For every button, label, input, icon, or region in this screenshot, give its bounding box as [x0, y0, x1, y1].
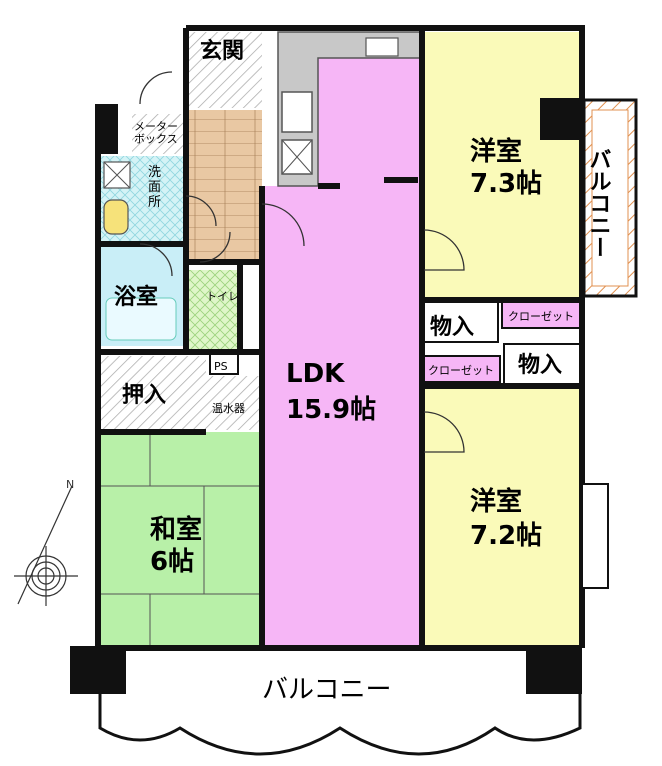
- washbasin-icon: [103, 199, 129, 235]
- label-monoire-1: 物入: [430, 314, 474, 340]
- label-yoshitsu2-name: 洋室: [470, 486, 522, 517]
- label-yoshitsu1-size: 7.3帖: [470, 169, 542, 199]
- label-monoire-2: 物入: [518, 352, 562, 378]
- room-yoshitsu-1: [422, 32, 582, 298]
- label-yoshitsu2-size: 7.2帖: [470, 521, 542, 551]
- water-heater-box: [206, 376, 262, 430]
- room-ldk: [262, 58, 422, 648]
- label-yoshitsu1-name: 洋室: [470, 136, 522, 167]
- label-ldk-name: LDK: [286, 359, 345, 389]
- room-toilet: [186, 270, 240, 350]
- room-yoshitsu-2: [422, 386, 582, 648]
- label-washitsu-size: 6帖: [150, 547, 194, 577]
- label-closet-1: クローゼット: [508, 310, 574, 323]
- label-yokushitsu: 浴室: [114, 284, 158, 310]
- doors: [139, 71, 465, 453]
- label-genkan: 玄関: [200, 38, 244, 64]
- monoire-1-box: [423, 301, 499, 343]
- meter-box: [132, 114, 186, 154]
- label-meter-box: メーターボックス: [134, 120, 178, 146]
- closet-1-box: [501, 301, 583, 329]
- label-ps: PS: [214, 360, 228, 373]
- hallway: [186, 110, 262, 262]
- balcony-bottom: [98, 646, 582, 756]
- label-oshiire: 押入: [122, 382, 166, 408]
- walls: [95, 25, 585, 651]
- label-ldk-size: 15.9帖: [286, 395, 376, 425]
- room-washitsu: [100, 432, 262, 648]
- compass-north-label: N: [66, 478, 74, 491]
- room-oshiire: [100, 356, 206, 432]
- monoire-2-box: [503, 343, 583, 385]
- label-toilet: トイレ: [206, 290, 239, 303]
- label-onsuiki: 温水器: [212, 402, 245, 415]
- room-genkan: [186, 32, 262, 108]
- sink-icon: [281, 91, 313, 133]
- label-balcony-side: バルコニー: [586, 148, 611, 258]
- stove-icon: [365, 37, 399, 57]
- balcony-side: [582, 98, 638, 298]
- label-senmenjo: 洗面所: [148, 165, 161, 210]
- label-balcony-bottom: バルコニー: [262, 675, 391, 705]
- label-washitsu-name: 和室: [150, 514, 202, 545]
- label-closet-2: クローゼット: [428, 364, 494, 377]
- compass-icon: [14, 485, 78, 606]
